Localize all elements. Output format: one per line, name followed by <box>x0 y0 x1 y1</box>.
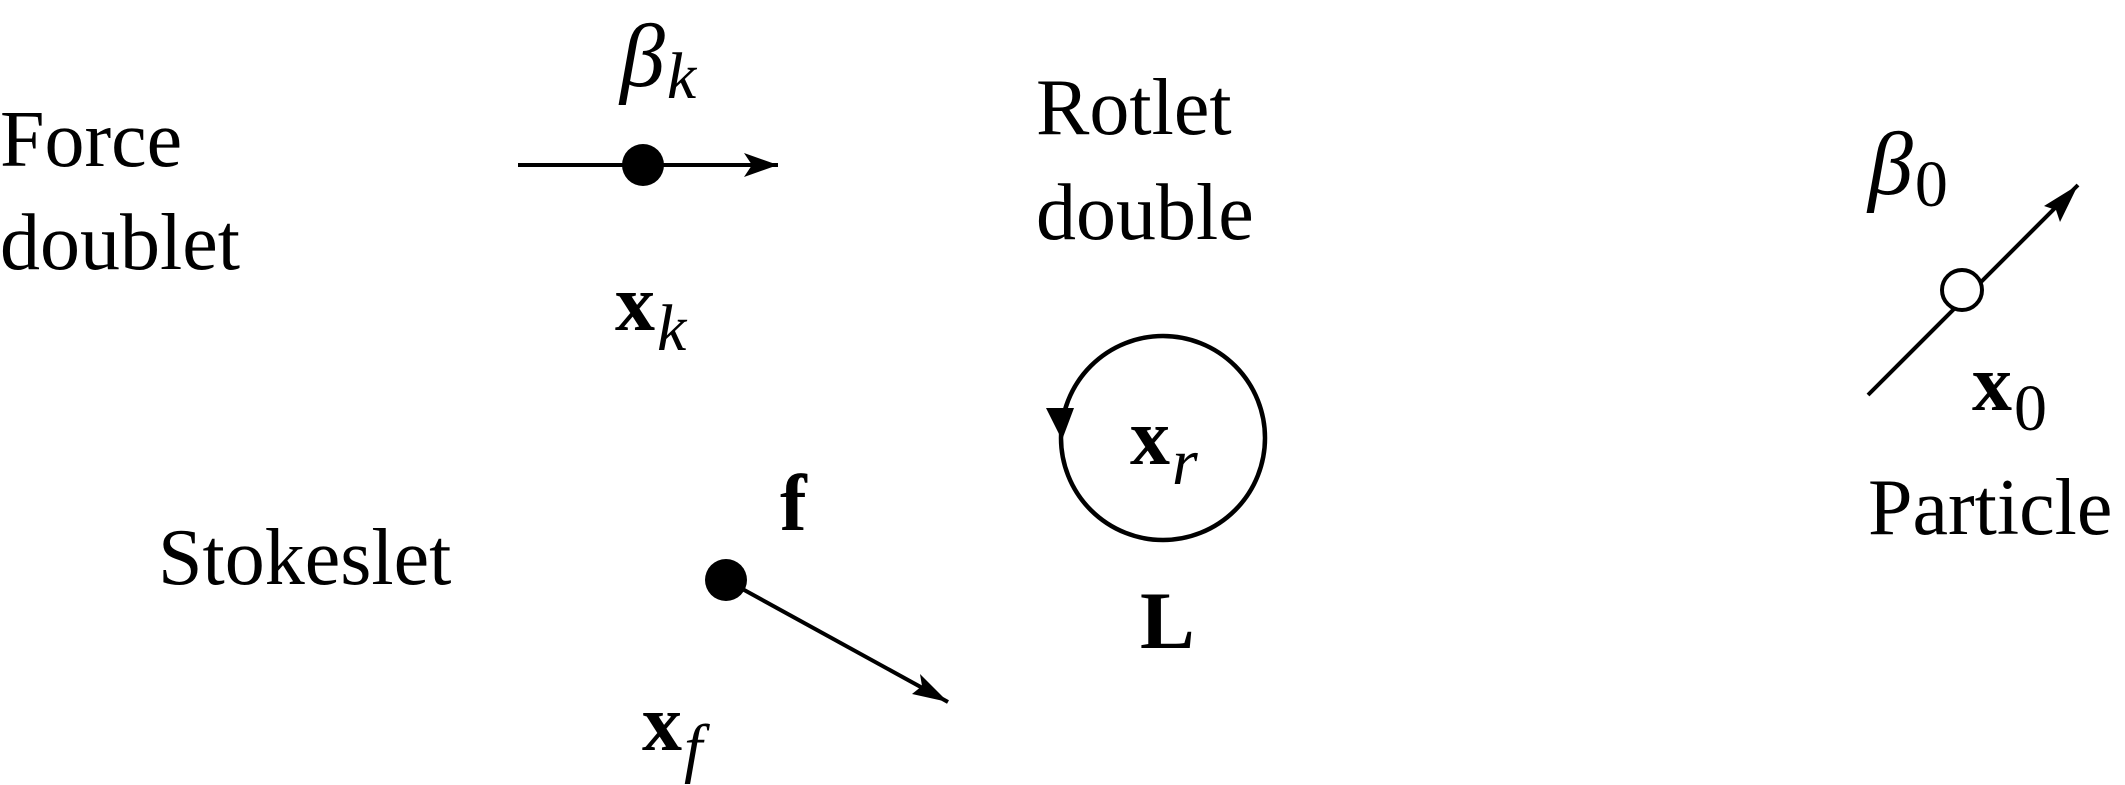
f-symbol: f <box>780 460 807 548</box>
force-doublet-label-line1: Force <box>0 96 183 184</box>
rotlet-label-line2: double <box>1036 169 1254 257</box>
stokeslet-label: Stokeslet <box>158 514 452 602</box>
force-doublet-symbol <box>518 144 778 186</box>
x-k-symbol: xk <box>615 260 687 365</box>
rotlet-symbol <box>1046 333 1268 543</box>
stokeslet-arrowhead <box>912 674 948 702</box>
rotlet-arrowhead <box>1046 408 1074 440</box>
x-f-symbol: xf <box>642 680 703 785</box>
stokeslet-point <box>705 559 747 601</box>
x-r-symbol: xr <box>1130 394 1198 499</box>
particle-arrowhead <box>2044 185 2078 222</box>
x-0-symbol: x0 <box>1972 340 2047 445</box>
force-doublet-point <box>622 144 664 186</box>
particle-label: Particle <box>1868 464 2113 552</box>
force-doublet-arrowhead <box>744 153 778 177</box>
beta-0-symbol: β0 <box>1868 115 1948 221</box>
stokeslet-symbol <box>705 559 949 704</box>
stokeslet-line <box>725 578 949 704</box>
L-symbol: L <box>1140 575 1195 666</box>
particle-point <box>1940 268 1984 312</box>
force-doublet-label-line2: doublet <box>0 199 240 287</box>
beta-k-symbol: βk <box>620 7 697 113</box>
particle-symbol <box>1866 183 2080 397</box>
rotlet-label-line1: Rotlet <box>1036 64 1232 152</box>
